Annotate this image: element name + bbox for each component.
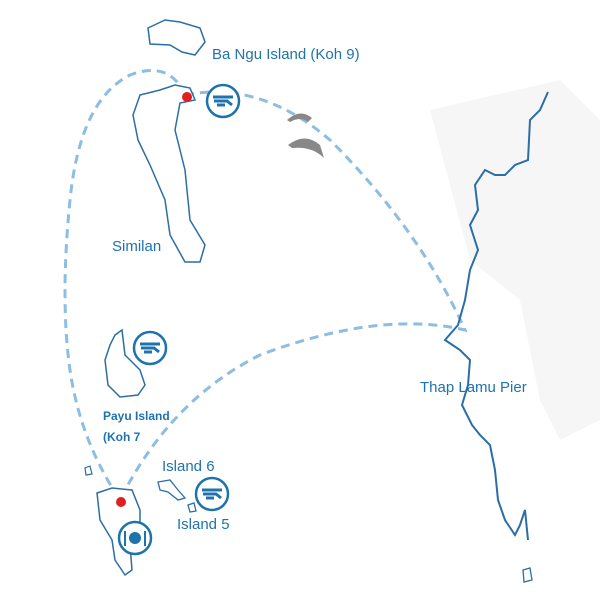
label-similan: Similan <box>112 238 162 255</box>
island-6 <box>157 479 187 501</box>
dolphin-icon <box>287 113 312 122</box>
label-payu-island: Payu Island <box>103 409 170 423</box>
dining-icon <box>117 520 153 556</box>
ba-ngu-island <box>147 19 206 56</box>
label-island-6: Island 6 <box>162 458 215 475</box>
mainland-coastline <box>443 91 549 541</box>
stop-marker-icon <box>116 497 126 507</box>
island-5 <box>187 502 197 513</box>
dolphin-icon <box>288 138 324 158</box>
label-payu-koh7: (Koh 7 <box>103 430 141 444</box>
mainland-shading <box>430 80 600 440</box>
label-thap-lamu-pier: Thap Lamu Pier <box>420 379 527 396</box>
snorkeling-icon <box>205 83 241 119</box>
similan-island <box>132 84 206 263</box>
islet <box>522 567 533 583</box>
payu-island <box>104 328 146 398</box>
islet <box>84 465 93 476</box>
label-ba-ngu-island: Ba Ngu Island (Koh 9) <box>212 46 360 63</box>
boat-route <box>63 69 468 501</box>
stop-marker-icon <box>182 92 192 102</box>
label-island-5: Island 5 <box>177 516 230 533</box>
snorkeling-icon <box>132 330 168 366</box>
snorkeling-icon <box>194 476 230 512</box>
